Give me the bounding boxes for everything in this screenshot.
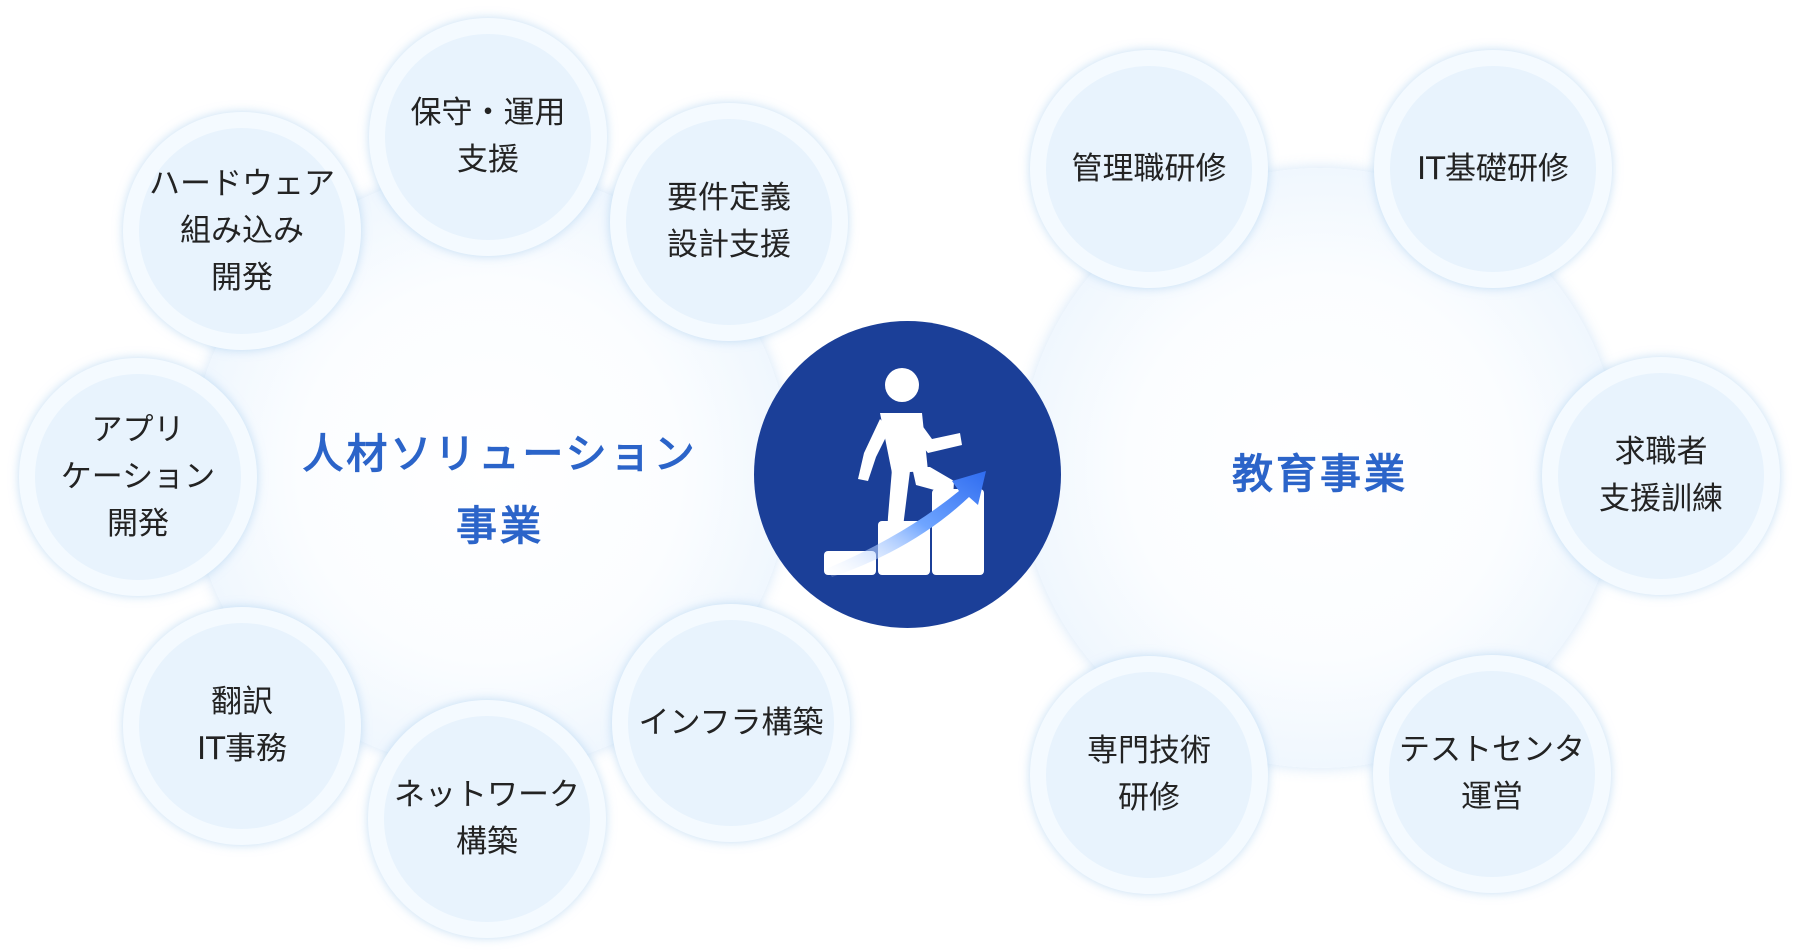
- service-it-basics-training: IT基礎研修: [1374, 50, 1612, 288]
- service-label: アプリケーション開発: [60, 411, 216, 542]
- center-emblem: [754, 321, 1061, 628]
- service-label: ハードウェア組み込み開発: [149, 165, 335, 296]
- service-label: IT基礎研修: [1416, 150, 1570, 187]
- service-application-development: アプリケーション開発: [19, 358, 257, 596]
- service-label: インフラ構築: [638, 704, 824, 741]
- service-maintenance-operation-support: 保守・運用支援: [369, 18, 607, 256]
- service-specialized-technical-training: 専門技術研修: [1030, 656, 1268, 894]
- service-infrastructure-construction: インフラ構築: [612, 604, 850, 842]
- service-test-center-operation: テストセンタ運営: [1373, 655, 1611, 893]
- service-label: 求職者支援訓練: [1599, 434, 1723, 517]
- education-hub-title: 教育事業: [1120, 438, 1520, 510]
- hr-solutions-hub-title: 人材ソリューション 事業: [240, 418, 760, 562]
- service-job-seeker-support-training: 求職者支援訓練: [1542, 357, 1780, 595]
- service-label: テストセンタ運営: [1399, 732, 1585, 815]
- service-requirements-design-support: 要件定義設計支援: [610, 103, 848, 341]
- service-label: 管理職研修: [1071, 150, 1227, 187]
- hub-title-line: 教育事業: [1232, 450, 1408, 498]
- person-climbing-stairs-growth-icon: [824, 368, 986, 577]
- hub-title-line: 人材ソリューション: [302, 430, 698, 478]
- service-label: 要件定義設計支援: [667, 180, 791, 263]
- service-label: ネットワーク構築: [394, 777, 580, 860]
- service-label: 専門技術研修: [1087, 733, 1211, 816]
- service-label: 保守・運用支援: [410, 95, 566, 178]
- service-network-construction: ネットワーク構築: [368, 700, 606, 938]
- hub-title-line: 事業: [456, 502, 544, 550]
- service-management-training: 管理職研修: [1030, 50, 1268, 288]
- service-hardware-embedded-development: ハードウェア組み込み開発: [123, 112, 361, 350]
